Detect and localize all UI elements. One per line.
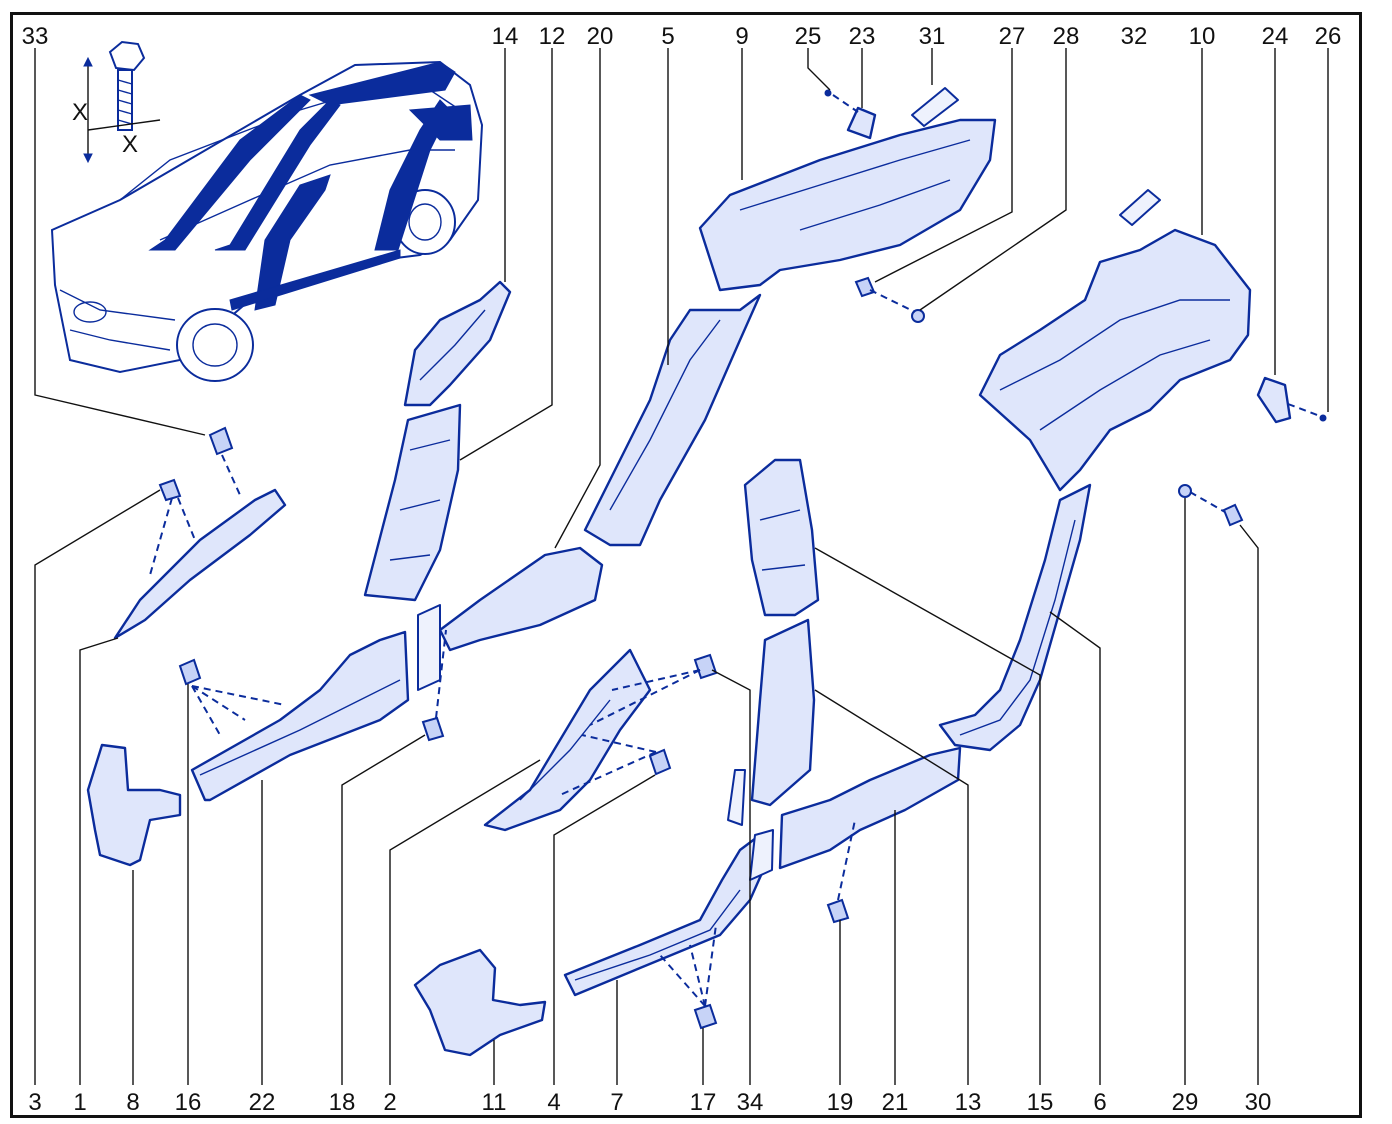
part-11: [413, 948, 547, 1057]
part-label-top: 24: [1262, 23, 1289, 50]
part-label-bottom: 7: [610, 1089, 623, 1116]
part-label-bottom: 29: [1172, 1089, 1199, 1116]
part-label-bottom: 3: [28, 1089, 41, 1116]
part-label-top: 25: [795, 23, 822, 50]
part-20: [438, 546, 604, 652]
car-overview-illustration: [50, 40, 484, 382]
part-26: [1319, 414, 1327, 422]
part-label-bottom: 17: [690, 1089, 717, 1116]
part-10: [978, 228, 1252, 492]
part-15: [743, 458, 820, 617]
part-14: [403, 280, 512, 407]
part-label-top: 5: [661, 23, 674, 50]
bolt-icon: [83, 40, 161, 164]
part-label-bottom: 4: [547, 1089, 560, 1116]
part-13: [750, 618, 816, 807]
part-label-bottom: 6: [1093, 1089, 1106, 1116]
part-label-top: 32: [1121, 23, 1148, 50]
part-25: [824, 89, 832, 97]
part-19: [826, 898, 850, 924]
part-3: [158, 478, 182, 502]
part-label-bottom: 13: [955, 1089, 982, 1116]
part-33: [208, 426, 234, 456]
part-label-bottom: 2: [383, 1089, 396, 1116]
part-23: [846, 106, 877, 140]
part-28: [911, 309, 925, 323]
part-label-bottom: 19: [827, 1089, 854, 1116]
part-16: [178, 658, 202, 686]
part-label-top: 27: [999, 23, 1026, 50]
dimension-mark: X: [72, 99, 88, 126]
part-8: [86, 743, 182, 867]
part-label-bottom: 16: [175, 1089, 202, 1116]
part-29: [1178, 484, 1192, 498]
part-label-top: 28: [1053, 23, 1080, 50]
part-7: [563, 833, 772, 997]
part-label-top: 31: [919, 23, 946, 50]
leader-lines: [34, 48, 1329, 1085]
part-21: [778, 746, 962, 870]
part-18: [421, 716, 445, 742]
part-label-top: 9: [735, 23, 748, 50]
part-4: [648, 748, 672, 776]
part-22: [190, 630, 410, 802]
part-label-bottom: 11: [482, 1089, 507, 1116]
part-label-bottom: 22: [249, 1089, 276, 1116]
part-1: [113, 488, 287, 640]
part-label-bottom: 15: [1027, 1089, 1054, 1116]
part-label-top: 33: [22, 23, 49, 50]
part-label-bottom: 34: [737, 1089, 764, 1116]
dimension-mark: X: [122, 131, 138, 158]
part-label-bottom: 21: [882, 1089, 909, 1116]
part-label-bottom: 1: [73, 1089, 86, 1116]
part-9: [698, 118, 997, 292]
part-30: [1222, 503, 1244, 527]
part-label-bottom: 8: [126, 1089, 139, 1116]
part-6: [938, 483, 1092, 752]
part-12: [363, 403, 462, 602]
part-17: [693, 1003, 718, 1030]
part-5: [583, 293, 762, 547]
part-34: [693, 653, 718, 680]
part-24: [1256, 376, 1292, 424]
part-27: [854, 276, 876, 298]
part-label-bottom: 30: [1245, 1089, 1272, 1116]
part-label-top: 26: [1315, 23, 1342, 50]
part-31: [911, 87, 959, 127]
part-label-top: 10: [1189, 23, 1216, 50]
part-label-bottom: 18: [329, 1089, 356, 1116]
part-label-top: 23: [849, 23, 876, 50]
part-label-top: 12: [539, 23, 566, 50]
part-label-top: 20: [587, 23, 614, 50]
part-label-top: 14: [492, 23, 519, 50]
part-32: [1119, 189, 1161, 226]
part-2: [483, 648, 652, 832]
